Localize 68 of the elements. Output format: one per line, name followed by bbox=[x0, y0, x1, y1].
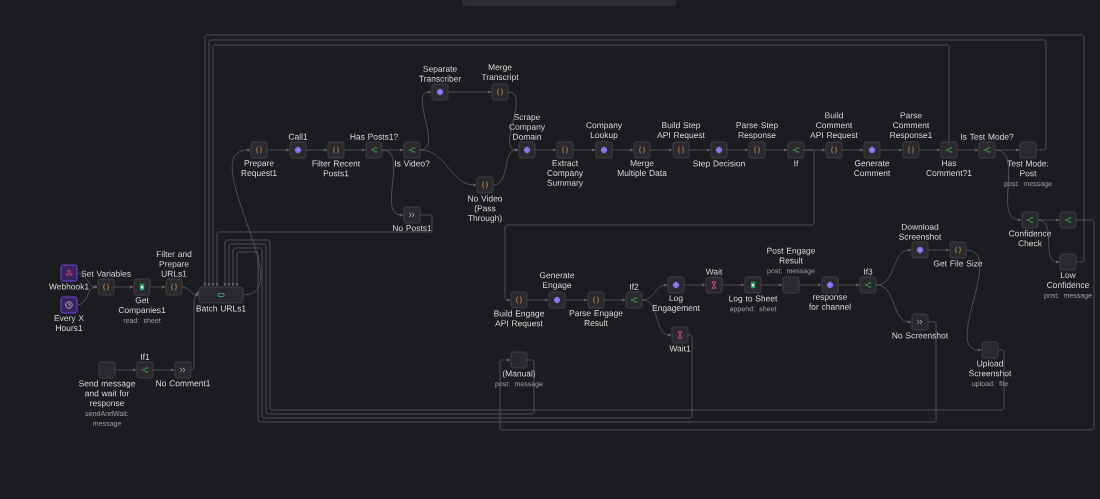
connector bbox=[235, 251, 937, 423]
node-label: Download Screenshot bbox=[899, 223, 942, 240]
node-label: Scrape Company Domain bbox=[509, 114, 546, 140]
connector bbox=[966, 249, 982, 352]
node-label: Company Lookup bbox=[586, 122, 623, 140]
node-label: Extract Company Summary bbox=[547, 160, 584, 188]
node-label: Call1 bbox=[288, 133, 308, 140]
node-label: Is Test Mode? bbox=[961, 133, 1014, 140]
node-label: Has Posts1? bbox=[350, 133, 398, 140]
node-label: Is Video? bbox=[395, 160, 430, 167]
connector bbox=[420, 149, 477, 187]
connector bbox=[642, 283, 668, 301]
connector bbox=[191, 291, 199, 371]
connector bbox=[182, 286, 199, 297]
node-label: Has Comment?1 bbox=[926, 160, 972, 176]
node-label: Filter and Prepare URLs1 bbox=[156, 250, 192, 277]
node-label: Build Step API Request bbox=[657, 122, 705, 140]
connector bbox=[876, 284, 912, 324]
node-label: Wait1 bbox=[669, 345, 691, 352]
node-label: Merge Multiple Data bbox=[617, 160, 667, 178]
node-label: Wait bbox=[705, 268, 723, 275]
node-label: Step Decision bbox=[693, 160, 745, 169]
connector bbox=[382, 149, 404, 217]
node-label: No Screenshot bbox=[892, 332, 949, 339]
connector bbox=[227, 243, 535, 415]
node-label: Parse Step Response bbox=[736, 122, 778, 140]
node-label: If bbox=[794, 160, 799, 167]
connector bbox=[77, 285, 98, 306]
node-label: No Posts1 bbox=[393, 225, 432, 232]
node-label: Every X Hours1 bbox=[54, 315, 84, 331]
node-label: Separate Transcriber bbox=[419, 65, 462, 82]
node-label: Build Engage API Request bbox=[494, 310, 544, 328]
node-label: Parse Engage Result bbox=[569, 310, 623, 326]
node-label: Confidence Check bbox=[1009, 230, 1051, 247]
connector bbox=[232, 148, 261, 296]
node-label: If1 bbox=[141, 353, 150, 360]
connector bbox=[382, 148, 404, 152]
node-label: Webhook1 bbox=[48, 283, 89, 290]
connector bbox=[995, 148, 1020, 152]
connector bbox=[1038, 218, 1060, 222]
node-label: Merge Transcript bbox=[481, 64, 519, 82]
node-label: Batch URLs1 bbox=[196, 305, 246, 312]
connector bbox=[504, 149, 815, 302]
connector bbox=[215, 214, 433, 287]
connector bbox=[420, 90, 432, 151]
node-label: Filter Recent Posts1 bbox=[312, 160, 361, 177]
connector bbox=[508, 91, 519, 152]
node-label: Get File Size bbox=[933, 260, 983, 267]
node-label: If3 bbox=[864, 268, 873, 275]
connector bbox=[231, 247, 693, 419]
node-label: response for channel bbox=[809, 295, 851, 310]
connector bbox=[876, 248, 912, 286]
connector bbox=[1038, 219, 1060, 264]
connector bbox=[995, 149, 1022, 222]
node-label: Generate Engage bbox=[539, 272, 575, 290]
connector bbox=[642, 299, 672, 337]
connector bbox=[493, 148, 519, 186]
node-label: Prepare Request1 bbox=[241, 160, 277, 178]
node-label: If2 bbox=[630, 283, 639, 290]
node-label: Log Engagement bbox=[652, 295, 700, 313]
node-label: No Comment1 bbox=[156, 380, 210, 387]
node-label: Build Comment API Request bbox=[810, 112, 858, 140]
node-label: Parse Comment Response1 bbox=[890, 112, 932, 140]
node-label: Set Variables bbox=[81, 270, 131, 277]
node-label: Generate Comment bbox=[854, 160, 891, 177]
connector bbox=[499, 219, 1095, 431]
connector bbox=[223, 239, 1005, 411]
node-label: No Video (Pass Through) bbox=[468, 195, 503, 223]
